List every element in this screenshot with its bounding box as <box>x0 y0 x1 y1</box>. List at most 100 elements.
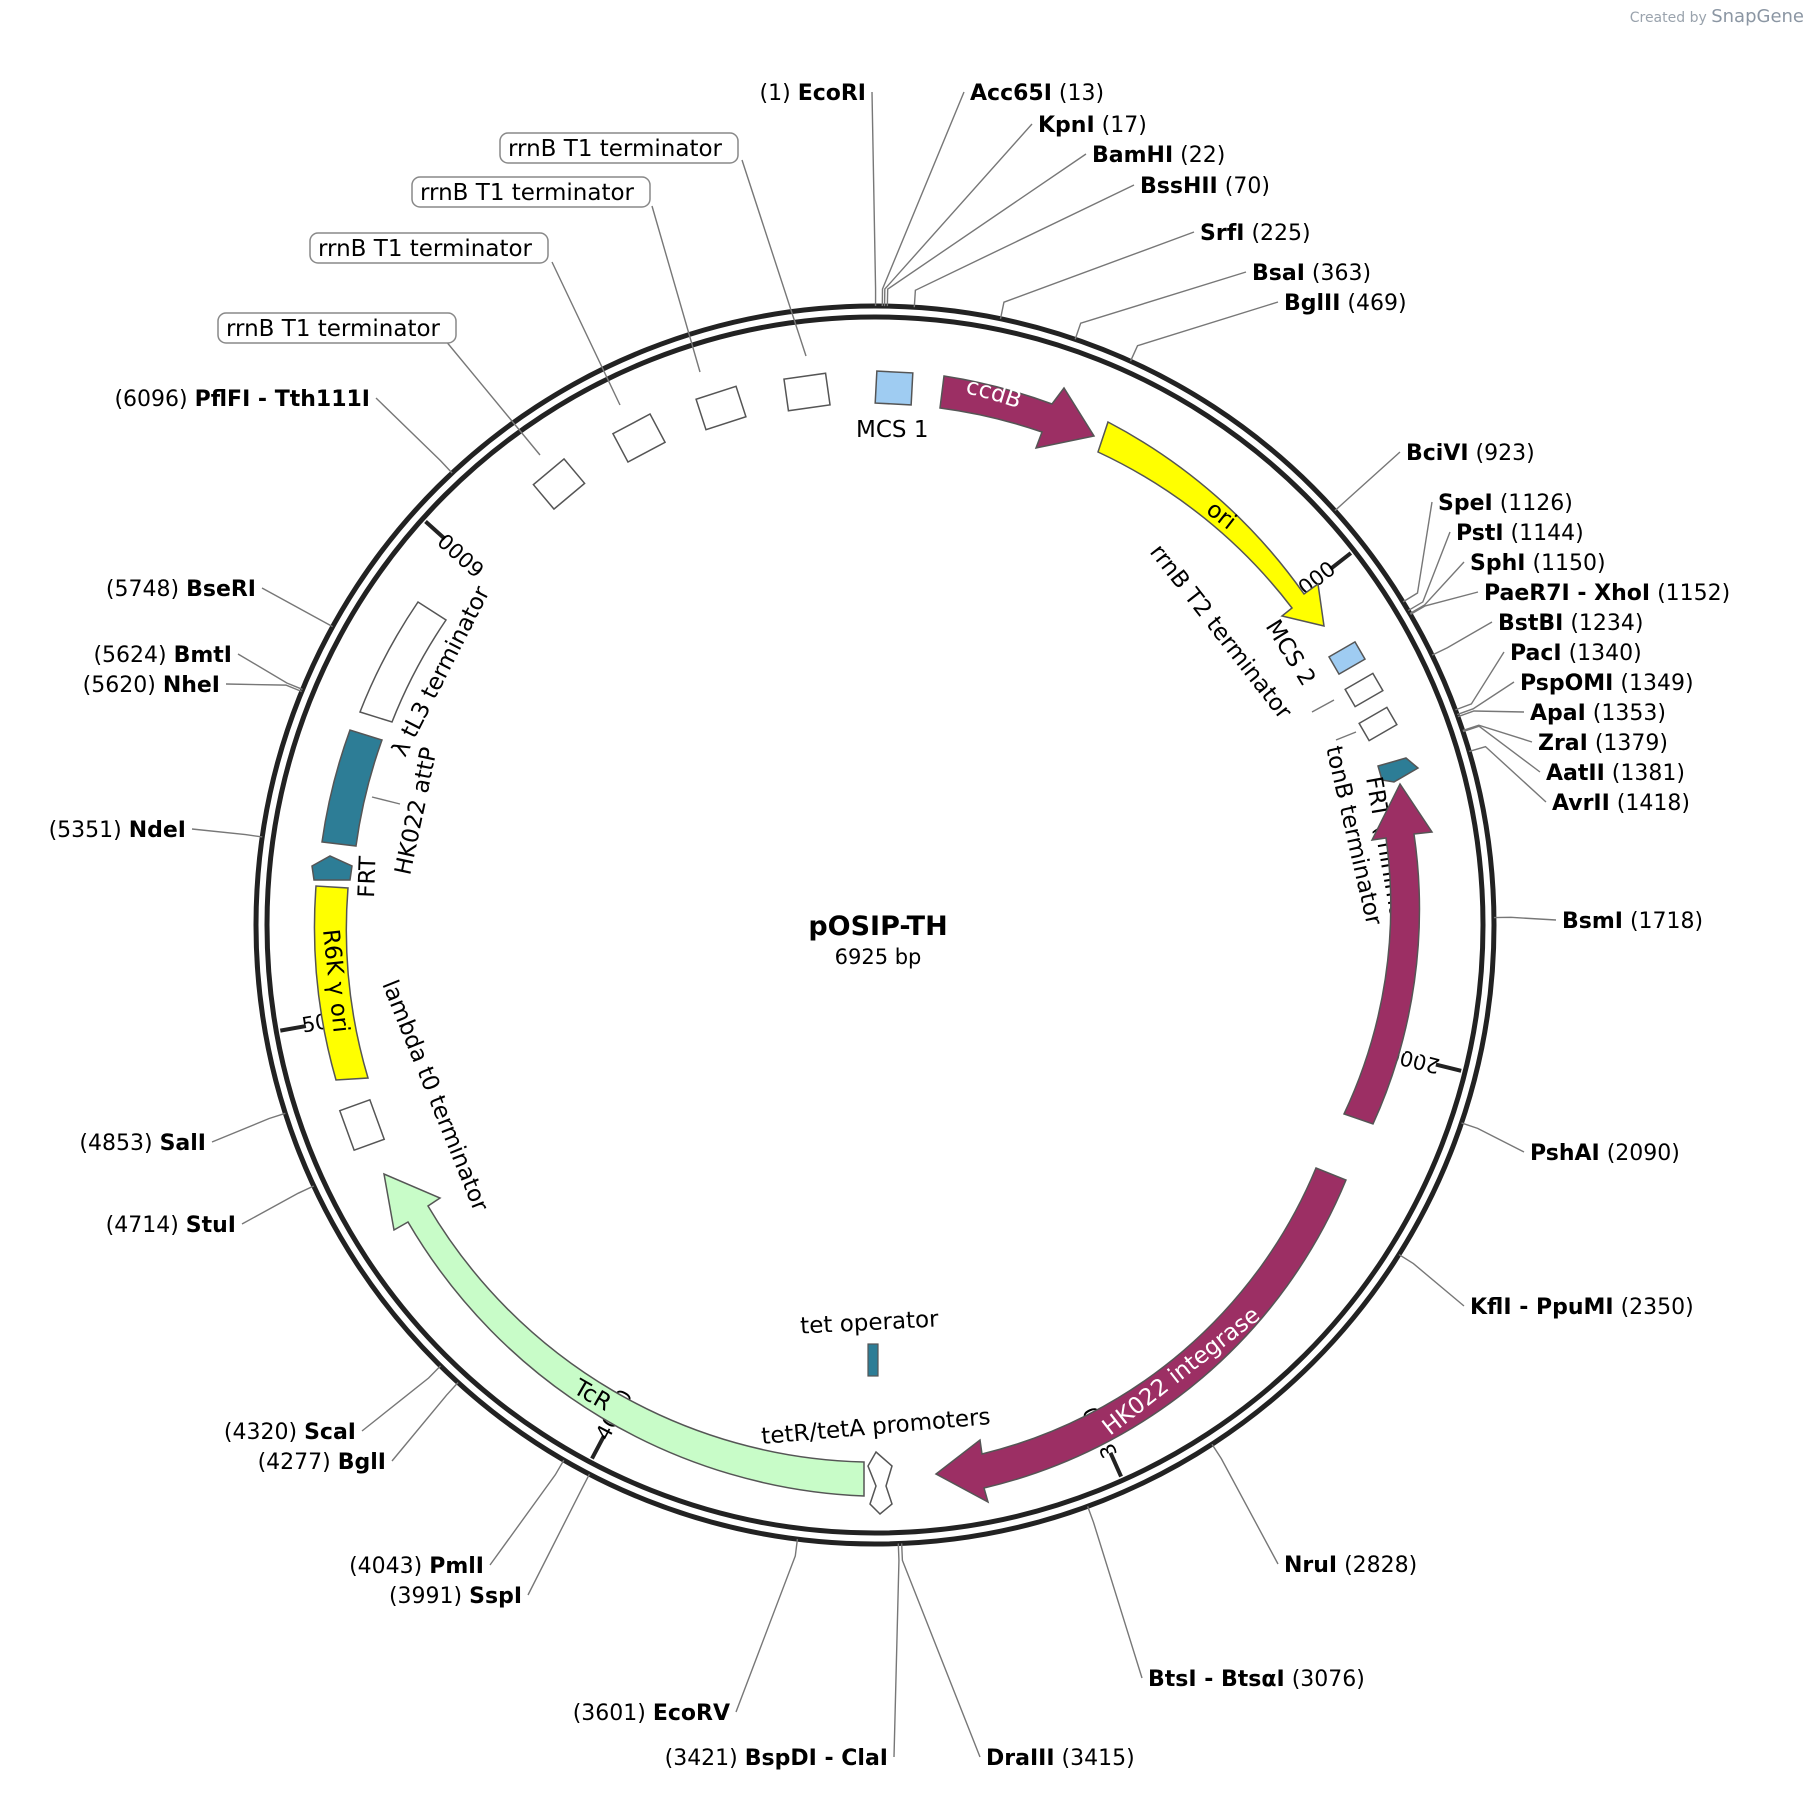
site-label: BstBI (1234) <box>1498 611 1644 636</box>
site-label: ZraI (1379) <box>1538 731 1668 756</box>
site-label: (5748) BseRI <box>106 577 256 602</box>
site-leader <box>913 184 1135 308</box>
site-leader <box>527 1473 591 1596</box>
site-label: (3601) EcoRV <box>573 1701 730 1726</box>
site-leader <box>1462 725 1541 773</box>
ruler-tick <box>279 1024 307 1033</box>
site-label: DraIII (3415) <box>986 1746 1135 1771</box>
feature-frt-minimal <box>1377 757 1420 783</box>
site-label: PshAI (2090) <box>1530 1141 1680 1166</box>
site-label: Acc65I (13) <box>970 81 1104 106</box>
site-label: PacI (1340) <box>1510 641 1642 666</box>
site-leader <box>1402 501 1433 603</box>
site-leader <box>1456 681 1515 716</box>
svg-text:(3601) EcoRV: (3601) EcoRV <box>573 1701 730 1726</box>
credit-prefix: Created by <box>1629 10 1707 26</box>
site-label: BciVI (923) <box>1406 441 1535 466</box>
svg-text:SphI (1150): SphI (1150) <box>1470 551 1606 576</box>
svg-text:PaeR7I - XhoI (1152): PaeR7I - XhoI (1152) <box>1484 581 1730 606</box>
center-title: pOSIP-TH 6925 bp <box>808 911 947 969</box>
site-label: SpeI (1126) <box>1438 491 1573 516</box>
site-label: NruI (2828) <box>1284 1553 1417 1578</box>
svg-text:SrfI (225): SrfI (225) <box>1200 221 1311 246</box>
svg-text:BtsI - BtsαI (3076): BtsI - BtsαI (3076) <box>1148 1667 1365 1692</box>
site-leader <box>1407 531 1451 612</box>
svg-text:(1) EcoRI: (1) EcoRI <box>760 81 866 106</box>
site-leader <box>261 587 333 628</box>
svg-text:BglII (469): BglII (469) <box>1284 291 1407 316</box>
site-leader <box>1431 621 1493 656</box>
svg-text:rrnB T1 terminator: rrnB T1 terminator <box>226 316 441 342</box>
site-label: AatII (1381) <box>1546 761 1685 786</box>
ruler-tick <box>590 1434 606 1460</box>
bubble-rrnB-T1-d: rrnB T1 terminator <box>499 132 739 164</box>
site-label: SphI (1150) <box>1470 551 1606 576</box>
restriction-sites: (1) EcoRI Acc65I (13) KpnI (17) BamHI (22) B… <box>49 81 1731 1771</box>
site-label: ApaI (1353) <box>1530 701 1666 726</box>
ruler-tick <box>1329 551 1353 571</box>
feature-lambda-repressor <box>1342 782 1434 1125</box>
svg-text:(3421) BspDI - ClaI: (3421) BspDI - ClaI <box>665 1746 888 1771</box>
site-label: (4714) StuI <box>106 1213 236 1238</box>
svg-text:PstI (1144): PstI (1144) <box>1456 521 1584 546</box>
site-label: (4853) SalI <box>79 1131 206 1156</box>
svg-text:KflI - PpuMI (2350): KflI - PpuMI (2350) <box>1470 1295 1694 1320</box>
site-label: BtsI - BtsαI (3076) <box>1148 1667 1365 1692</box>
svg-text:NruI (2828): NruI (2828) <box>1284 1553 1417 1578</box>
site-leader <box>375 397 453 474</box>
site-leader <box>881 91 965 307</box>
feature-rrnB-T1-4 <box>783 372 831 412</box>
site-label: AvrII (1418) <box>1552 791 1690 816</box>
bubble-rrnB-T1-c: rrnB T1 terminator <box>411 176 651 208</box>
site-leader <box>893 1543 900 1758</box>
site-label: PstI (1144) <box>1456 521 1584 546</box>
ruler-tick <box>424 520 447 541</box>
svg-text:AatII (1381): AatII (1381) <box>1546 761 1685 786</box>
site-leader <box>1211 1443 1279 1565</box>
site-leader <box>1409 561 1465 615</box>
site-leader <box>1468 745 1547 803</box>
plasmid-name: pOSIP-TH <box>808 911 947 942</box>
svg-text:BamHI (22): BamHI (22) <box>1092 143 1225 168</box>
label-mcs1: MCS 1 <box>856 417 928 443</box>
site-leader <box>191 828 263 838</box>
snapgene-credit: Created by SnapGene <box>1630 6 1804 27</box>
svg-text:KpnI (17): KpnI (17) <box>1038 113 1147 138</box>
site-leader <box>999 231 1195 319</box>
credit-brand: SnapGene <box>1711 6 1804 27</box>
feature-r6k <box>313 885 369 1081</box>
site-label: KflI - PpuMI (2350) <box>1470 1295 1694 1320</box>
svg-text:AvrII (1418): AvrII (1418) <box>1552 791 1690 816</box>
site-leader <box>1493 916 1557 921</box>
label-tet-promoters: tetR/tetA promoters <box>760 1404 991 1450</box>
backbone-ring <box>253 303 1497 1547</box>
ruler-tick <box>1108 1452 1123 1478</box>
svg-text:(4277) BglI: (4277) BglI <box>258 1450 386 1475</box>
site-leader <box>1410 591 1479 616</box>
site-leader <box>900 1543 981 1758</box>
svg-text:Acc65I (13): Acc65I (13) <box>970 81 1104 106</box>
svg-text:PacI (1340): PacI (1340) <box>1510 641 1642 666</box>
site-label: (3421) BspDI - ClaI <box>665 1746 888 1771</box>
site-leader <box>1129 301 1279 362</box>
site-label: PspOMI (1349) <box>1520 671 1694 696</box>
feature-rrnB-T1-3 <box>695 385 747 431</box>
site-label: BsmI (1718) <box>1562 909 1703 934</box>
feature-mcs1 <box>874 370 914 406</box>
svg-text:(4853) SalI: (4853) SalI <box>79 1131 206 1156</box>
feature-tcr <box>383 1172 865 1497</box>
site-label: KpnI (17) <box>1038 113 1147 138</box>
site-leader <box>1334 451 1401 512</box>
site-label: BsaI (363) <box>1252 261 1371 286</box>
feature-ccdB <box>939 375 1096 450</box>
site-leader <box>886 153 1087 307</box>
svg-text:(5620) NheI: (5620) NheI <box>83 673 220 698</box>
feature-hk022-integrase <box>934 1167 1347 1504</box>
label-hk022-integrase: HK022 integrase <box>1098 1302 1265 1441</box>
svg-text:SpeI (1126): SpeI (1126) <box>1438 491 1573 516</box>
site-leader <box>1086 1506 1143 1679</box>
site-leader <box>361 1365 442 1432</box>
site-label: PaeR7I - XhoI (1152) <box>1484 581 1730 606</box>
svg-text:rrnB T1 terminator: rrnB T1 terminator <box>420 180 635 206</box>
